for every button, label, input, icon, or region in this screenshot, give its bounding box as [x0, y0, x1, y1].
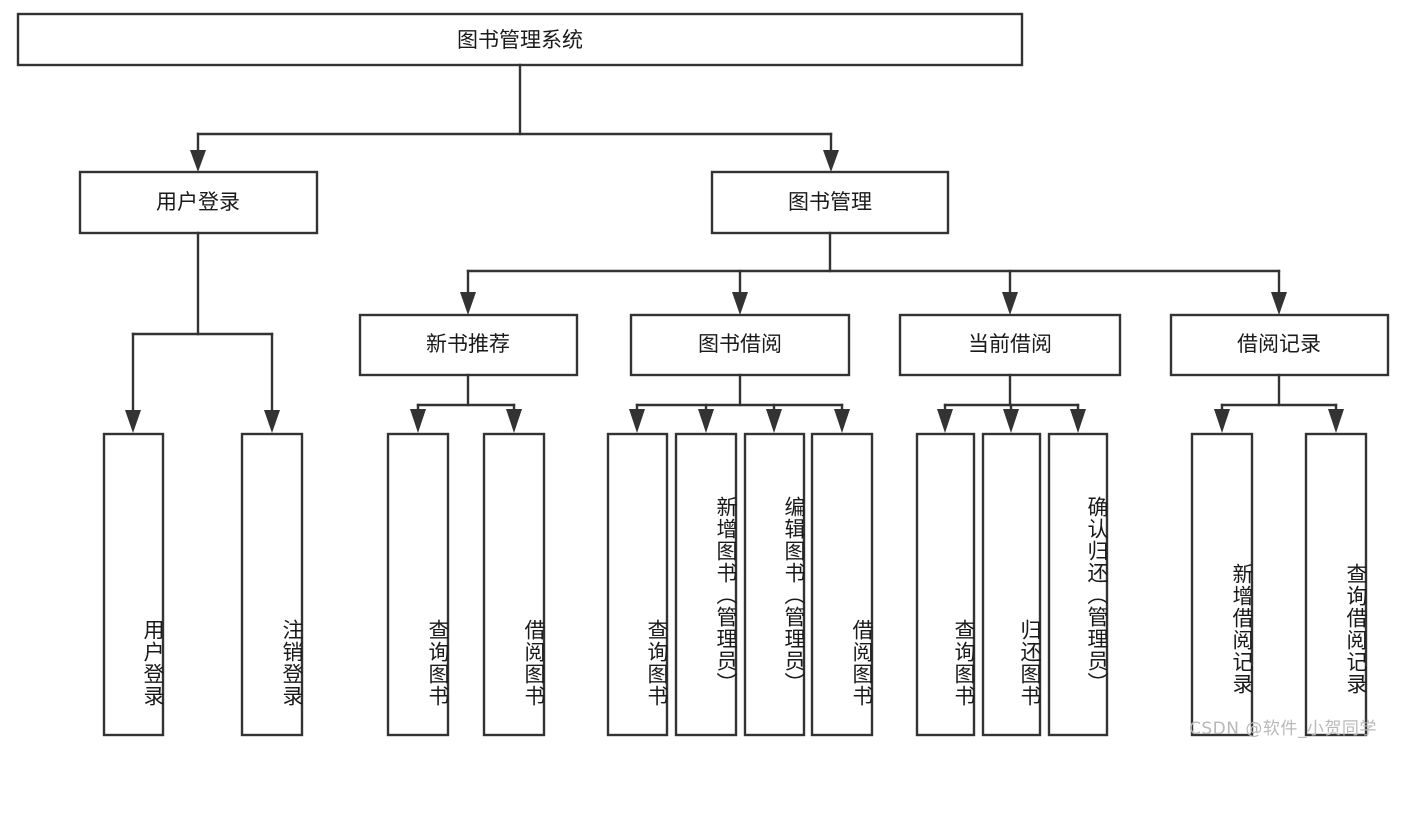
connector-book-borrow-to-leaves — [629, 373, 850, 433]
node-current-borrow-box[interactable] — [898, 313, 1122, 377]
arrow-head-icon — [410, 409, 426, 433]
arrow-head-icon — [460, 292, 476, 315]
arrow-head-icon — [190, 150, 206, 172]
node-user-login-label: 用户登录 — [156, 190, 240, 214]
arrow-head-icon — [732, 292, 748, 315]
arrow-head-icon — [1003, 409, 1019, 433]
leaf-box-book-borrow-0[interactable] — [606, 432, 669, 737]
node-root[interactable]: 图书管理系统 — [16, 12, 1024, 67]
connector-current-borrow-to-leaves — [937, 373, 1086, 433]
node-new-book-recommend-box[interactable] — [358, 313, 579, 377]
node-borrow-record-box[interactable] — [1169, 313, 1390, 377]
arrow-head-icon — [264, 410, 280, 433]
node-book-borrow-box[interactable] — [629, 313, 851, 377]
node-root-box[interactable] — [16, 12, 1024, 67]
connector-user-login-to-leaves — [125, 231, 280, 433]
leaf-box-book-borrow-2[interactable] — [743, 432, 806, 737]
leaf-box-new-book-1[interactable] — [482, 432, 546, 737]
connector-new-book-to-leaves — [410, 373, 522, 433]
arrow-head-icon — [1328, 409, 1344, 433]
csdn-watermark: CSDN @软件_小贺同学 — [1189, 719, 1377, 739]
leaf-box-current-borrow-2[interactable] — [1047, 432, 1109, 737]
arrow-head-icon — [823, 150, 839, 172]
leaf-box-new-book-0[interactable] — [386, 432, 450, 737]
node-book-management-box[interactable] — [710, 170, 950, 235]
node-current-borrow-label: 当前借阅 — [968, 332, 1052, 356]
arrow-head-icon — [937, 409, 953, 433]
node-current-borrow[interactable]: 当前借阅 — [898, 313, 1122, 377]
leaf-box-book-borrow-1[interactable] — [674, 432, 738, 737]
flowchart-canvas: 图书管理系统 用户登录 图书管理 — [16, 12, 1390, 737]
connector-borrow-record-to-leaves — [1214, 373, 1344, 433]
node-book-management-label: 图书管理 — [788, 190, 872, 214]
node-book-management[interactable]: 图书管理 — [710, 170, 950, 235]
leaf-box-book-borrow-3[interactable] — [810, 432, 874, 737]
arrow-head-icon — [1002, 292, 1018, 315]
node-new-book-recommend-label: 新书推荐 — [426, 332, 510, 356]
node-new-book-recommend[interactable]: 新书推荐 — [358, 313, 579, 377]
node-book-borrow[interactable]: 图书借阅 — [629, 313, 851, 377]
arrow-head-icon — [629, 409, 645, 433]
arrow-head-icon — [1070, 409, 1086, 433]
arrow-head-icon — [834, 409, 850, 433]
leaf-box-user-login-0[interactable] — [102, 432, 165, 737]
arrow-head-icon — [698, 409, 714, 433]
leaf-box-current-borrow-1[interactable] — [981, 432, 1042, 737]
node-borrow-record-label: 借阅记录 — [1237, 332, 1321, 356]
arrow-head-icon — [766, 409, 782, 433]
leaf-box-current-borrow-0[interactable] — [915, 432, 976, 737]
node-borrow-record[interactable]: 借阅记录 — [1169, 313, 1390, 377]
connector-root-to-level2 — [190, 63, 839, 172]
arrow-head-icon — [506, 409, 522, 433]
node-user-login[interactable]: 用户登录 — [78, 170, 319, 235]
arrow-head-icon — [1214, 409, 1230, 433]
leaf-box-borrow-record-0[interactable] — [1190, 432, 1254, 737]
arrow-head-icon — [125, 410, 141, 433]
flowchart-diagram: 图书管理系统 用户登录 图书管理 — [16, 12, 1390, 739]
leaf-box-borrow-record-1[interactable] — [1304, 432, 1368, 737]
connector-book-management-to-level3 — [460, 231, 1287, 315]
node-root-label: 图书管理系统 — [457, 28, 583, 52]
arrow-head-icon — [1271, 292, 1287, 315]
leaf-box-user-login-1[interactable] — [240, 432, 304, 737]
node-book-borrow-label: 图书借阅 — [698, 332, 782, 356]
